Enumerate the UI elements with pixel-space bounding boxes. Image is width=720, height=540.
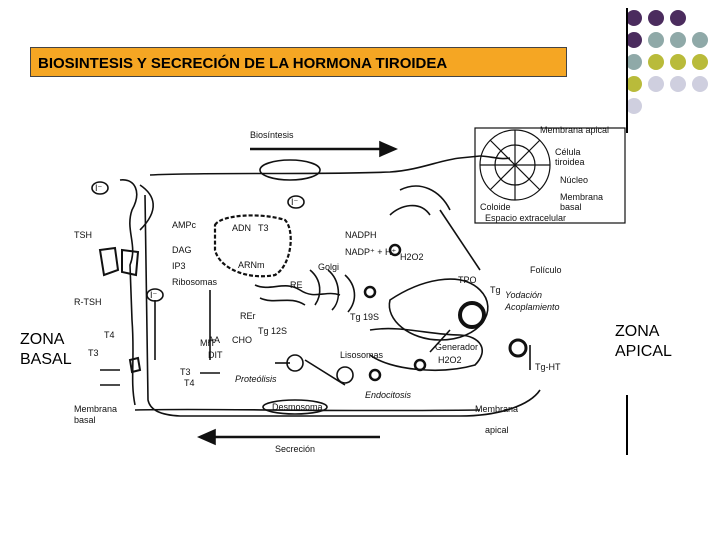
decorative-dot	[670, 10, 686, 26]
label-desmosoma: Desmosoma	[272, 402, 323, 412]
decorative-dot	[692, 32, 708, 48]
decorative-dot	[626, 10, 642, 26]
label-tg-ht: Tg-HT	[535, 362, 561, 372]
decorative-dot	[648, 54, 664, 70]
label-t3-bottom: T3	[180, 367, 191, 377]
label-re: RE	[290, 280, 303, 290]
zone-apical-line2: APICAL	[615, 343, 672, 360]
label-aa: AA	[208, 335, 220, 345]
label-nadph: NADPH	[345, 230, 377, 240]
slide-title: BIOSINTESIS Y SECRECIÓN DE LA HORMONA TI…	[30, 47, 567, 77]
label-generador: Generador	[435, 342, 478, 352]
label-membrana-basal-2: basal	[74, 415, 96, 425]
divider-line-top	[626, 8, 628, 133]
zone-basal-line1: ZONA	[20, 331, 65, 348]
decorative-dot	[626, 76, 642, 92]
decorative-dot	[670, 76, 686, 92]
decorative-dot	[648, 32, 664, 48]
label-ampc: AMPc	[172, 220, 197, 230]
label-t4-left: T4	[104, 330, 115, 340]
zone-apical-line1: ZONA	[615, 323, 660, 340]
decorative-dot	[648, 10, 664, 26]
label-proteolisis: Proteólisis	[235, 374, 277, 384]
label-iodide-3: I⁻	[150, 290, 158, 300]
decorative-dot	[692, 54, 708, 70]
label-arnm: ARNm	[238, 260, 265, 270]
label-lisosomas: Lisosomas	[340, 350, 384, 360]
decorative-dot	[626, 32, 642, 48]
inset-membrana-apical: Membrana apical	[540, 125, 609, 135]
label-t3-left: T3	[88, 348, 99, 358]
label-iodide-1: I⁻	[95, 183, 103, 193]
label-iodide-2: I⁻	[291, 197, 299, 207]
decorative-dot	[626, 54, 642, 70]
zone-basal-label: ZONA BASAL	[20, 330, 72, 370]
decorative-dot	[692, 76, 708, 92]
label-membrana-apical-1: Membrana	[475, 404, 518, 414]
inset-celula-2: tiroidea	[555, 157, 585, 167]
inset-celula-1: Célula	[555, 147, 581, 157]
label-tg19s: Tg 19S	[350, 312, 379, 322]
label-ribosomas: Ribosomas	[172, 277, 218, 287]
inset-membrana-basal-1: Membrana	[560, 192, 603, 202]
inset-coloide: Coloide	[480, 202, 511, 212]
label-ip3: IP3	[172, 261, 186, 271]
label-endocitosis: Endocitosis	[365, 390, 412, 400]
inset-espacio: Espacio extracelular	[485, 213, 566, 223]
inset-nucleo: Núcleo	[560, 175, 588, 185]
label-tsh: TSH	[74, 230, 92, 240]
zone-apical-label: ZONA APICAL	[615, 322, 672, 362]
thyroid-hormone-diagram: Biosíntesis Secreción TSH R-TSH AMPc DAG…	[74, 125, 626, 454]
label-h2o2-top: H2O2	[400, 252, 424, 262]
label-h2o2-gen: H2O2	[438, 355, 462, 365]
decorative-dot	[626, 98, 642, 114]
label-tpo: TPO	[458, 275, 477, 285]
label-mit: MIT	[200, 338, 216, 348]
label-biosintesis: Biosíntesis	[250, 130, 294, 140]
inset-membrana-basal-2: basal	[560, 202, 582, 212]
label-tg: Tg	[490, 285, 501, 295]
label-yodacion: Yodación	[505, 290, 542, 300]
label-adn: ADN	[232, 223, 251, 233]
decorative-dot	[648, 76, 664, 92]
label-dit: DIT	[208, 350, 223, 360]
label-t4-bottom: T4	[184, 378, 195, 388]
label-t3-nucleus: T3	[258, 223, 269, 233]
label-nadp: NADP⁺ + H⁺	[345, 247, 397, 257]
label-secrecion: Secreción	[275, 444, 315, 454]
label-dag: DAG	[172, 245, 192, 255]
label-rtsh: R-TSH	[74, 297, 102, 307]
decorative-dot	[670, 32, 686, 48]
label-foliculo: Folículo	[530, 265, 562, 275]
label-cho: CHO	[232, 335, 252, 345]
divider-line-bottom	[626, 395, 628, 455]
label-rer: REr	[240, 311, 256, 321]
label-tg12s: Tg 12S	[258, 326, 287, 336]
decorative-dot	[670, 54, 686, 70]
label-golgi: Golgi	[318, 262, 339, 272]
label-membrana-basal-1: Membrana	[74, 404, 117, 414]
decorative-dot-grid	[626, 10, 708, 114]
label-membrana-apical-2: apical	[485, 425, 509, 435]
zone-basal-line2: BASAL	[20, 351, 72, 368]
label-acoplamiento: Acoplamiento	[504, 302, 560, 312]
